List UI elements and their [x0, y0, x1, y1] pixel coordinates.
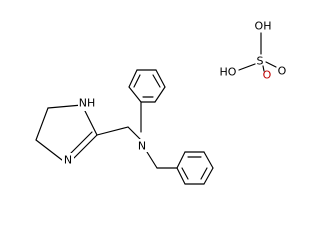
n-amine-label: N [138, 140, 146, 153]
oh-top-label: OH [255, 20, 272, 33]
o-bottom-label: O [263, 69, 272, 82]
methylene-linker [96, 126, 142, 141]
bond-s-o-right [265, 61, 277, 68]
bond-n-ch2b [146, 151, 158, 169]
structure-canvas: NH N N OH HO S O O [35, 20, 287, 185]
bond-ring-c4-n1 [47, 104, 83, 109]
bond-c2-ch2 [96, 126, 129, 136]
bond-ring-c5-n3 [35, 139, 63, 161]
sulfur-label: S [257, 55, 264, 68]
imidazoline-ring [35, 104, 98, 161]
chemical-structure-drawing: NH N N OH HO S O O [35, 20, 287, 185]
o-right-label: O [278, 65, 287, 78]
nh-label: NH [79, 97, 96, 110]
bond-bn-6 [176, 167, 186, 185]
bond-ph-1 [128, 86, 142, 103]
bond-ch2-n [127, 126, 142, 141]
bond-s-o-bottom [262, 65, 265, 72]
bond-ring-c4-c5 [35, 107, 49, 141]
nh-label-bg [78, 98, 96, 111]
bond-ph-inner-a [133, 74, 141, 88]
bond-s-oh-left [238, 63, 256, 71]
bond-bn-1 [176, 151, 186, 169]
n-ring-label: N [64, 154, 72, 167]
bond-ph-2 [128, 69, 138, 88]
bond-bn-inner-c [181, 167, 189, 180]
bond-bn-inner-b [200, 167, 208, 180]
oh-left-label: HO [220, 66, 237, 79]
benzyl-group [146, 151, 214, 185]
phenyl-ring [128, 69, 166, 133]
sulfuric-acid: OH HO S O O [220, 20, 287, 82]
bond-ring-c2-n3-double [70, 131, 93, 154]
bond-bn-3 [203, 151, 214, 169]
bond-ring-c2-n3 [73, 134, 98, 159]
n-ring-label-bg [62, 153, 74, 166]
bond-ph-5 [154, 86, 166, 103]
bond-bn-4 [203, 167, 214, 185]
bond-ph-4 [155, 69, 166, 88]
n-amine-label-bg [136, 139, 148, 152]
atom-labels: NH N N [62, 97, 148, 167]
bond-ph-inner-b [152, 74, 161, 88]
